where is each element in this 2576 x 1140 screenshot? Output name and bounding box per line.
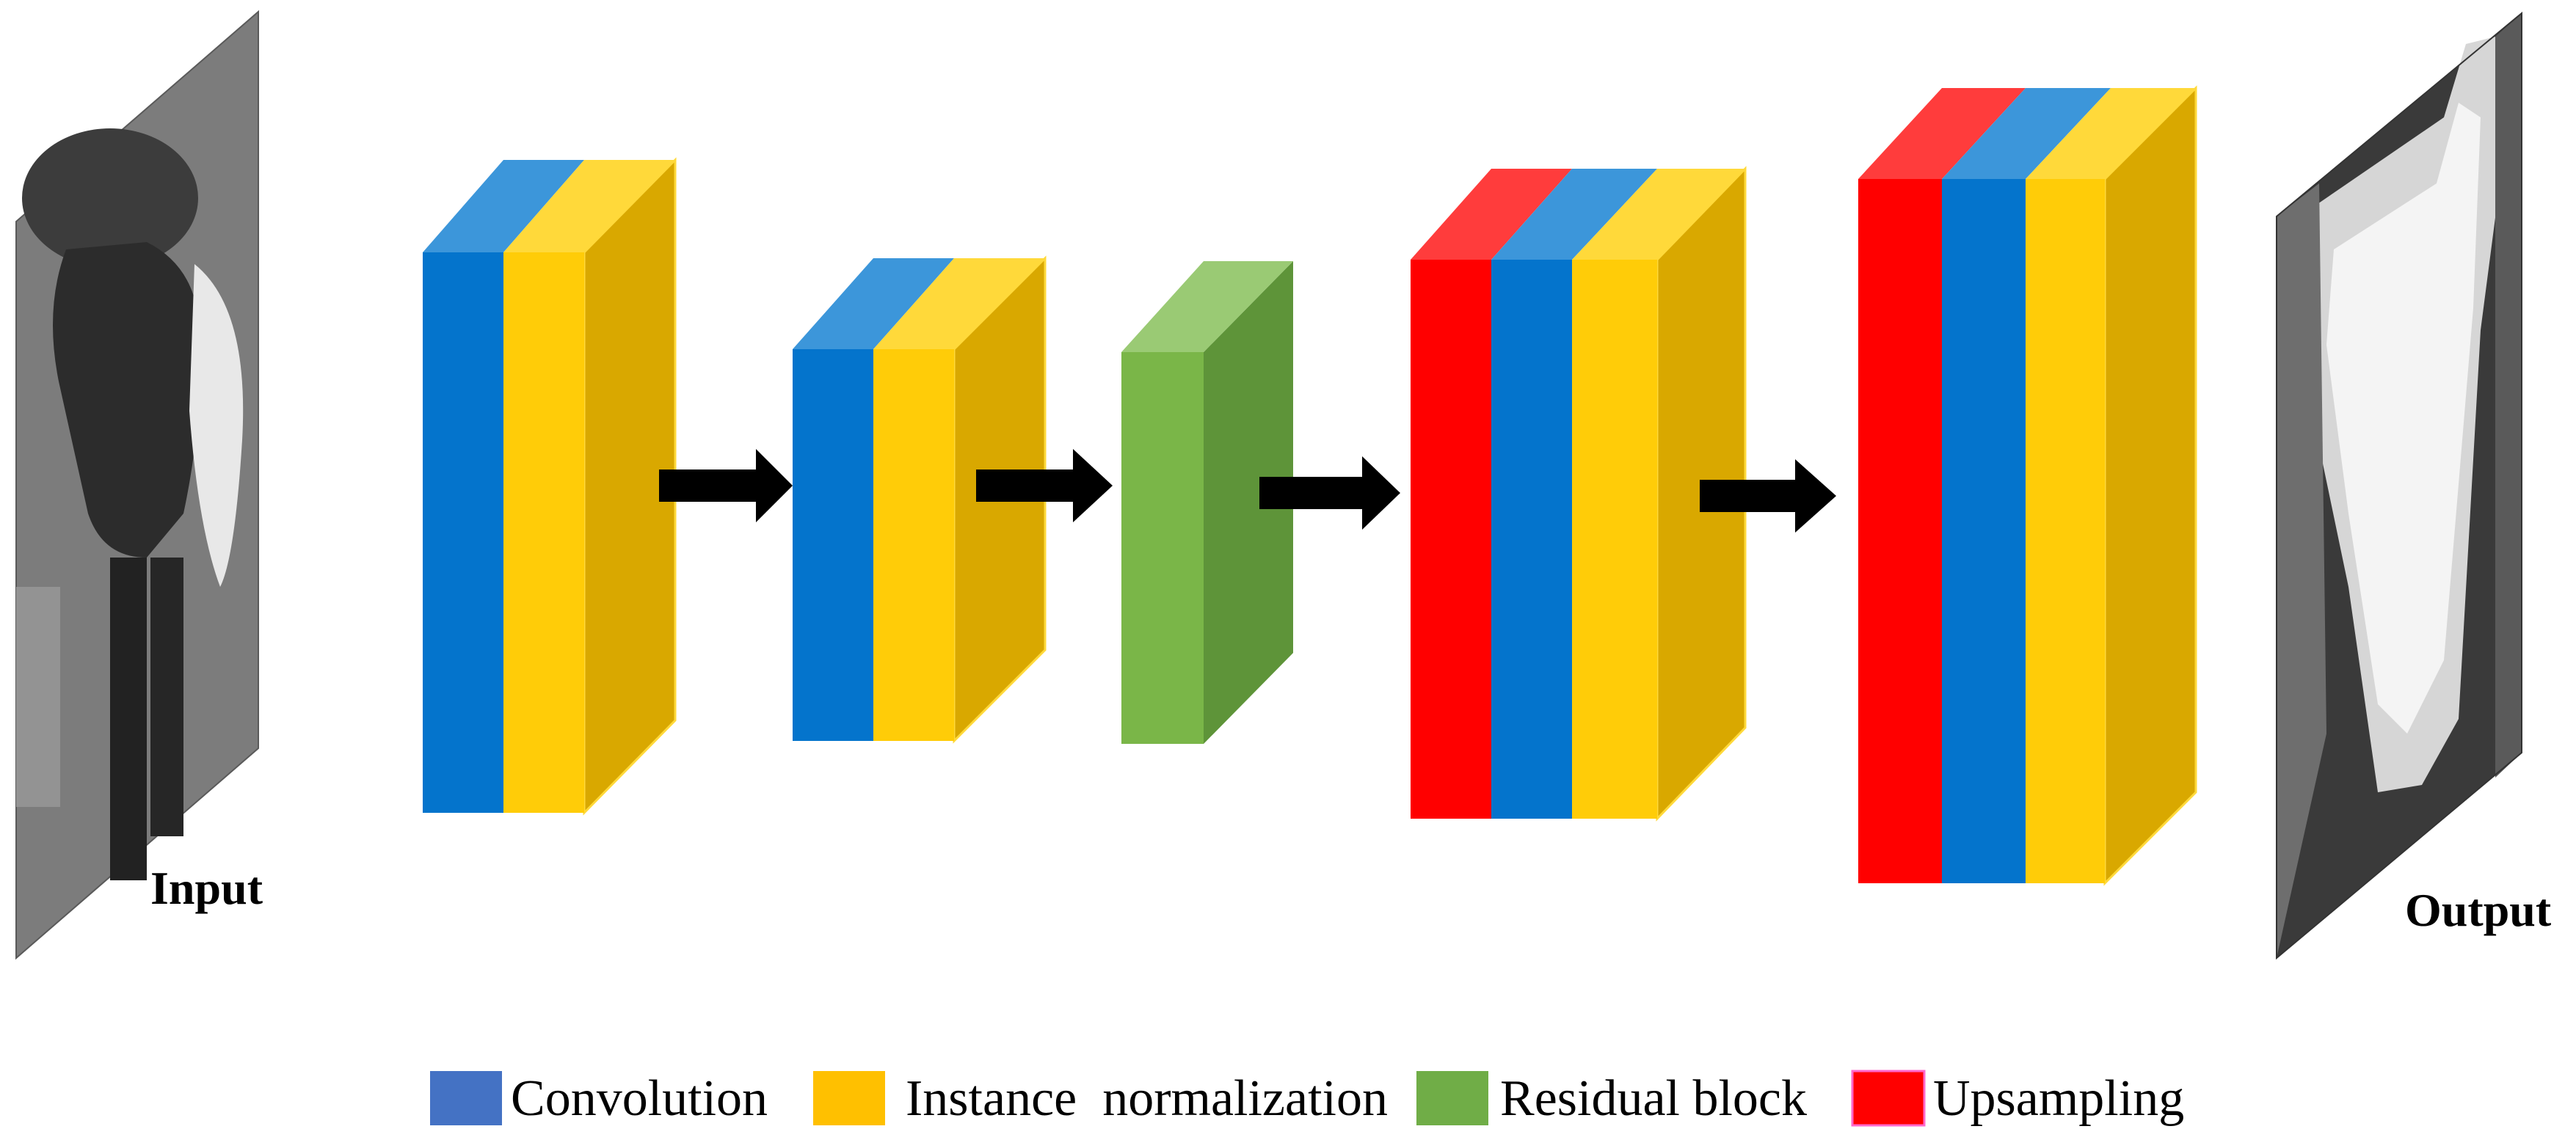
- output-caption: Output: [2405, 884, 2552, 936]
- block-1-norm-layer: [503, 252, 584, 813]
- legend: Convolution Instance normalization Resid…: [430, 1070, 2184, 1127]
- arrow-4: [1700, 459, 1836, 533]
- block-5-up-top: [1858, 88, 2026, 179]
- block-2-norm-layer: [873, 349, 954, 741]
- block-5-conv-top: [1942, 88, 2111, 179]
- block-4-conv-top: [1491, 169, 1657, 260]
- legend-swatch-instance-normalization: [813, 1071, 885, 1125]
- legend-label-convolution: Convolution: [511, 1070, 768, 1127]
- block-3-res-layer: [1121, 352, 1204, 744]
- block-2-norm-top: [873, 258, 1045, 349]
- block-5-up-conv-norm: [1858, 85, 2197, 886]
- block-2-conv-top: [793, 258, 954, 349]
- block-4-up-layer: [1411, 260, 1491, 819]
- legend-label-residual-block: Residual block: [1500, 1070, 1807, 1127]
- block-1-norm-top: [503, 160, 675, 252]
- legend-swatch-residual-block: [1416, 1071, 1488, 1125]
- block-1-conv-norm: [423, 157, 677, 816]
- block-4-norm-top: [1572, 169, 1745, 260]
- block-5-norm-side: [2103, 85, 2197, 886]
- block-1-conv-top: [423, 160, 584, 252]
- block-5-norm-top: [2026, 88, 2196, 179]
- output-image: [2276, 11, 2522, 960]
- block-3-res-top: [1121, 261, 1293, 352]
- block-5-norm-layer: [2026, 179, 2105, 883]
- legend-label-upsampling: Upsampling: [1933, 1070, 2184, 1127]
- block-4-up-top: [1411, 169, 1572, 260]
- block-4-conv-layer: [1491, 260, 1572, 819]
- block-4-norm-layer: [1572, 260, 1657, 819]
- arrow-3: [1259, 456, 1400, 530]
- legend-swatch-convolution: [430, 1071, 502, 1125]
- block-3-residual: [1121, 261, 1293, 744]
- block-5-conv-layer: [1942, 179, 2026, 883]
- block-3-res-side: [1204, 261, 1293, 744]
- block-2-conv-layer: [793, 349, 873, 741]
- arrow-1: [659, 449, 793, 522]
- input-image: [15, 10, 259, 960]
- block-5-up-layer: [1858, 179, 1942, 883]
- legend-swatch-upsampling: [1851, 1070, 1926, 1127]
- arrow-2: [976, 449, 1113, 522]
- legend-label-instance-normalization: Instance normalization: [906, 1070, 1388, 1127]
- block-4-up-conv-norm: [1411, 166, 1747, 822]
- block-1-conv-layer: [423, 252, 503, 813]
- input-caption: Input: [150, 862, 263, 914]
